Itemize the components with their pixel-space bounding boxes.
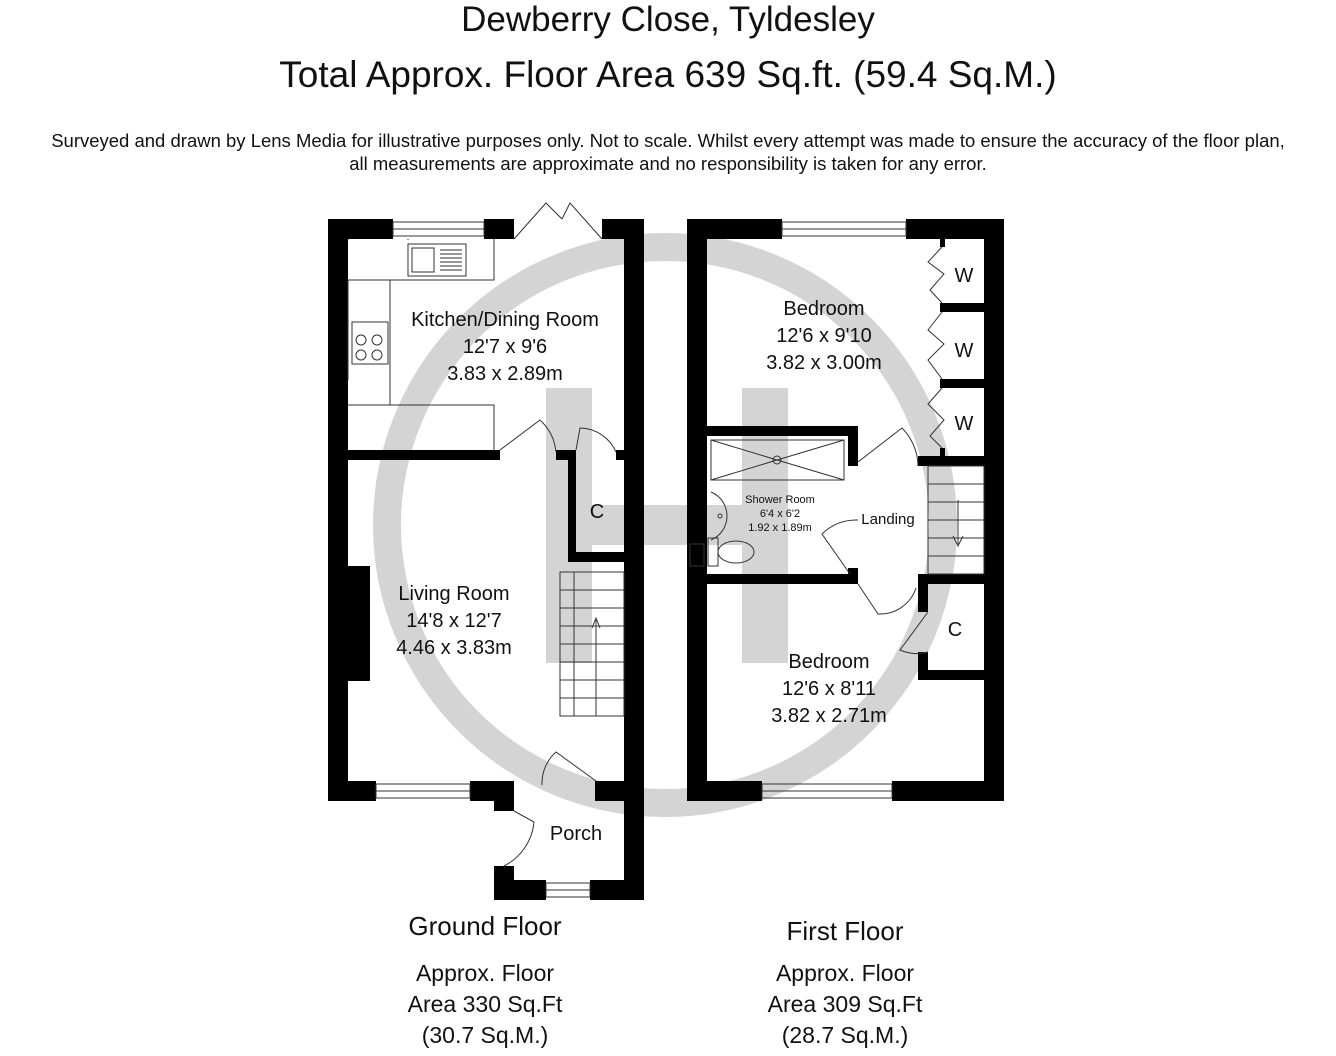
property-title: Dewberry Close, Tyldesley	[461, 0, 875, 39]
wardrobe-label-3: W	[955, 413, 974, 435]
total-floor-area: Total Approx. Floor Area 639 Sq.ft. (59.…	[279, 54, 1057, 95]
ground-floor-plan	[328, 219, 644, 900]
ground-cupboard-label: C	[590, 501, 604, 523]
living-room-metric: 4.46 x 3.83m	[396, 637, 512, 659]
first-floor-area-line2: Area 309 Sq.Ft	[767, 991, 923, 1017]
disclaimer-line-2: all measurements are approximate and no …	[349, 153, 987, 174]
shower-room-metric: 1.92 x 1.89m	[748, 522, 812, 534]
bedroom1-name: Bedroom	[783, 298, 864, 320]
living-room-name: Living Room	[398, 583, 509, 605]
living-room-imperial: 14'8 x 12'7	[406, 610, 502, 632]
shower-room-name: Shower Room	[745, 494, 815, 506]
bedroom1-imperial: 12'6 x 9'10	[776, 325, 872, 347]
bedroom2-imperial: 12'6 x 8'11	[782, 678, 876, 700]
first-floor-title: First Floor	[786, 916, 904, 946]
bedroom1-metric: 3.82 x 3.00m	[766, 352, 882, 374]
ground-floor-title: Ground Floor	[408, 911, 562, 941]
kitchen-name: Kitchen/Dining Room	[411, 309, 599, 331]
kitchen-imperial: 12'7 x 9'6	[463, 336, 547, 358]
first-cupboard-label: C	[948, 619, 962, 641]
disclaimer-line-1: Surveyed and drawn by Lens Media for ill…	[51, 130, 1285, 151]
first-floor-area-line1: Approx. Floor	[775, 960, 915, 986]
shower-room-imperial: 6'4 x 6'2	[760, 508, 800, 520]
landing-label: Landing	[861, 511, 914, 528]
wardrobe-label-1: W	[955, 265, 974, 287]
first-floor-area: Approx. Floor Area 309 Sq.Ft (28.7 Sq.M.…	[745, 958, 945, 1051]
ground-floor-fixtures	[347, 202, 625, 898]
first-floor-area-line3: (28.7 Sq.M.)	[781, 1022, 909, 1048]
bedroom2-name: Bedroom	[788, 651, 869, 673]
wardrobe-label-2: W	[955, 340, 974, 362]
kitchen-metric: 3.83 x 2.89m	[447, 363, 563, 385]
ground-floor-area: Approx. Floor Area 330 Sq.Ft (30.7 Sq.M.…	[385, 958, 585, 1051]
bedroom2-metric: 3.82 x 2.71m	[771, 705, 887, 727]
first-floor-fixtures	[689, 221, 985, 799]
ground-floor-area-line2: Area 330 Sq.Ft	[407, 991, 563, 1017]
ground-floor-area-line1: Approx. Floor	[415, 960, 555, 986]
first-floor-plan	[687, 219, 1004, 801]
porch-label: Porch	[550, 823, 602, 845]
ground-floor-area-line3: (30.7 Sq.M.)	[421, 1022, 549, 1048]
